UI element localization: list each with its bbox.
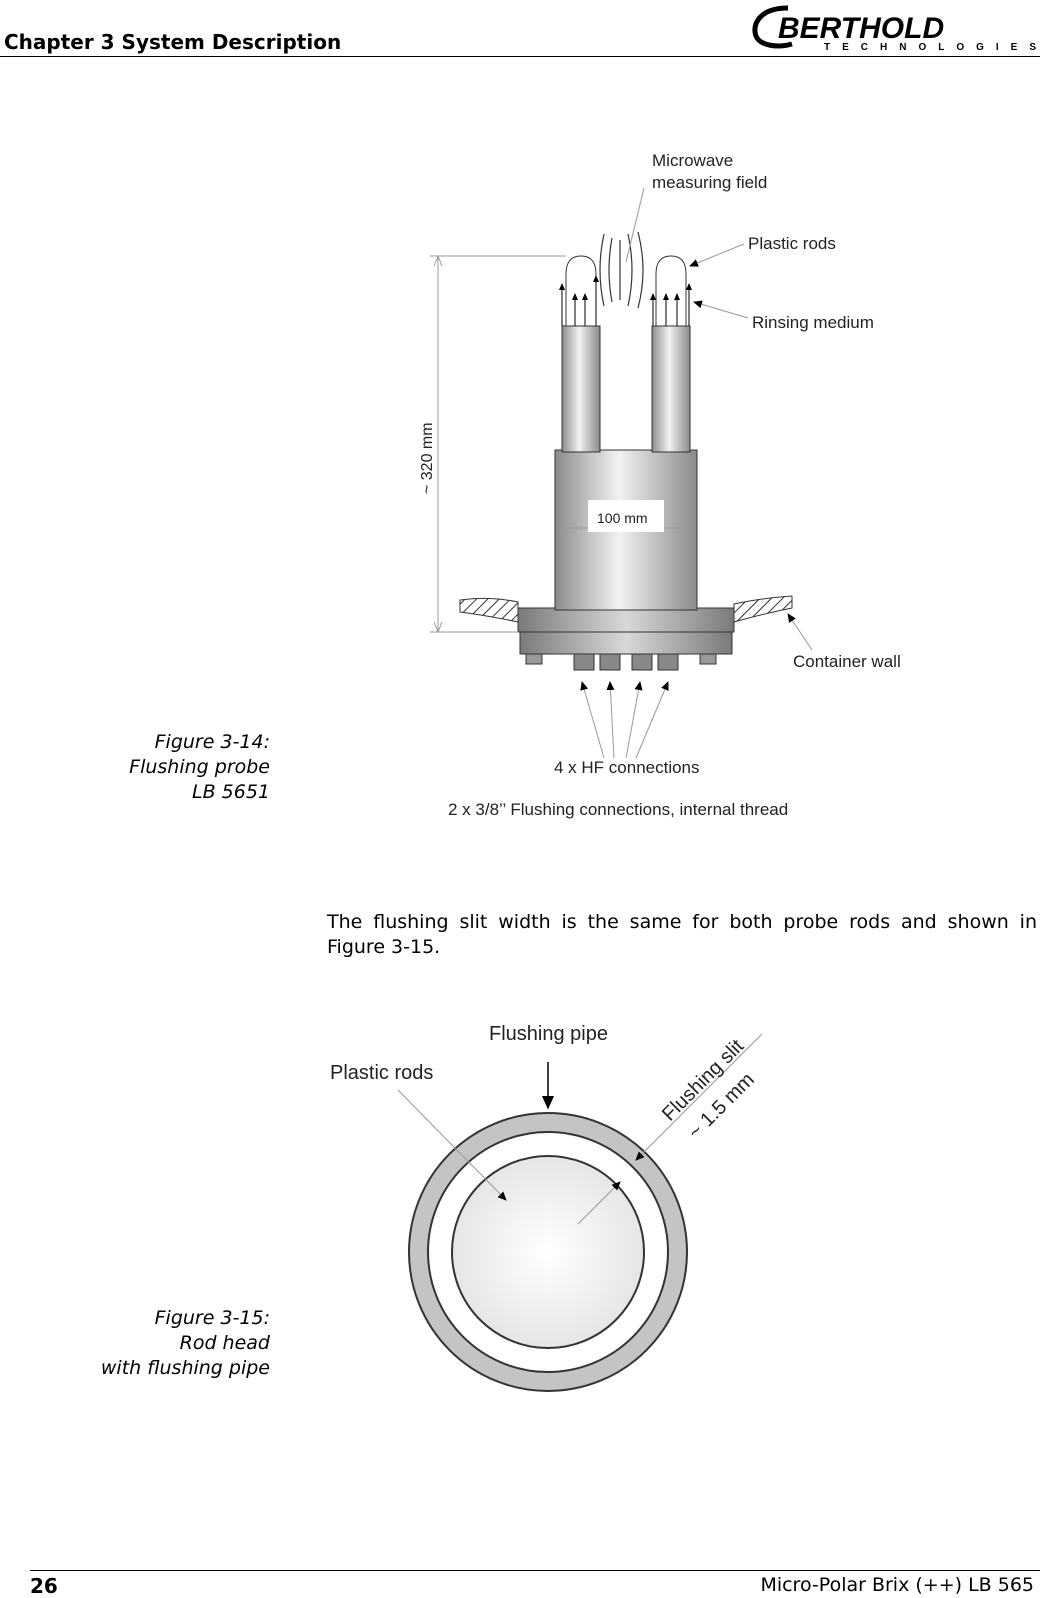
flushing-connections-label: 2 x 3/8’’ Flushing connections, internal… bbox=[448, 800, 788, 819]
plastic-rods-label: Plastic rods bbox=[330, 1062, 433, 1084]
caption-line: LB 5651 bbox=[191, 781, 270, 803]
figure-3-14-caption: Figure 3-14: Flushing probe LB 5651 bbox=[129, 730, 270, 805]
caption-line: with flushing pipe bbox=[100, 1357, 270, 1379]
figure-3-14-flushing-probe: ~ 320 mm 100 mm Microwave measuring fiel… bbox=[419, 151, 901, 819]
hf-connector bbox=[631, 653, 653, 671]
flushing-slit-label: Flushing slit bbox=[658, 1035, 749, 1126]
container-wall-right bbox=[733, 595, 793, 623]
hf-connector bbox=[657, 653, 679, 671]
rod-left bbox=[561, 325, 601, 453]
flange-lower bbox=[519, 631, 733, 655]
microwave-label-line2: measuring field bbox=[652, 173, 767, 192]
page-number: 26 bbox=[30, 1574, 58, 1598]
slit-width-label: ~ 1.5 mm bbox=[684, 1069, 759, 1144]
flushing-pipe-label: Flushing pipe bbox=[489, 1023, 608, 1045]
container-wall-label: Container wall bbox=[793, 652, 901, 671]
container-wall-left bbox=[459, 597, 519, 623]
flange-bolt bbox=[699, 653, 717, 665]
hf-connector bbox=[573, 653, 595, 671]
body-paragraph: The flushing slit width is the same for … bbox=[327, 911, 1037, 958]
caption-line: Figure 3-15: bbox=[154, 1307, 270, 1329]
microwave-label-line1: Microwave bbox=[652, 151, 733, 170]
flange-upper bbox=[517, 607, 735, 633]
hf-connector bbox=[599, 653, 621, 671]
logo-main-text: BERTHOLD bbox=[778, 12, 944, 45]
document-name: Micro-Polar Brix (++) LB 565 bbox=[760, 1574, 1034, 1596]
rod-right bbox=[651, 325, 691, 453]
header-rule bbox=[0, 56, 1040, 57]
caption-line: Rod head bbox=[179, 1332, 270, 1354]
flange-bolt bbox=[525, 653, 543, 665]
rinsing-medium-label: Rinsing medium bbox=[752, 313, 874, 332]
plastic-rod-head bbox=[451, 1155, 645, 1349]
flushing-slit-gap bbox=[427, 1131, 669, 1373]
figure-3-15-caption: Figure 3-15: Rod head with flushing pipe bbox=[101, 1306, 270, 1381]
height-dimension-label: ~ 320 mm bbox=[419, 422, 436, 494]
rod-tip-left bbox=[565, 255, 597, 327]
flushing-pipe-outer bbox=[408, 1112, 688, 1392]
chapter-title: Chapter 3 System Description bbox=[4, 30, 342, 54]
hf-connections-label: 4 x HF connections bbox=[554, 758, 700, 777]
footer-rule bbox=[30, 1570, 1040, 1571]
width-dimension-label: 100 mm bbox=[597, 510, 648, 526]
logo-sub-text: TECHNOLOGIES bbox=[824, 42, 1040, 53]
caption-line: Figure 3-14: bbox=[154, 731, 270, 753]
rod-tip-right bbox=[655, 255, 687, 327]
caption-line: Flushing probe bbox=[129, 756, 270, 778]
plastic-rods-label: Plastic rods bbox=[748, 234, 836, 253]
berthold-logo: BERTHOLD TECHNOLOGIES bbox=[752, 5, 1040, 53]
